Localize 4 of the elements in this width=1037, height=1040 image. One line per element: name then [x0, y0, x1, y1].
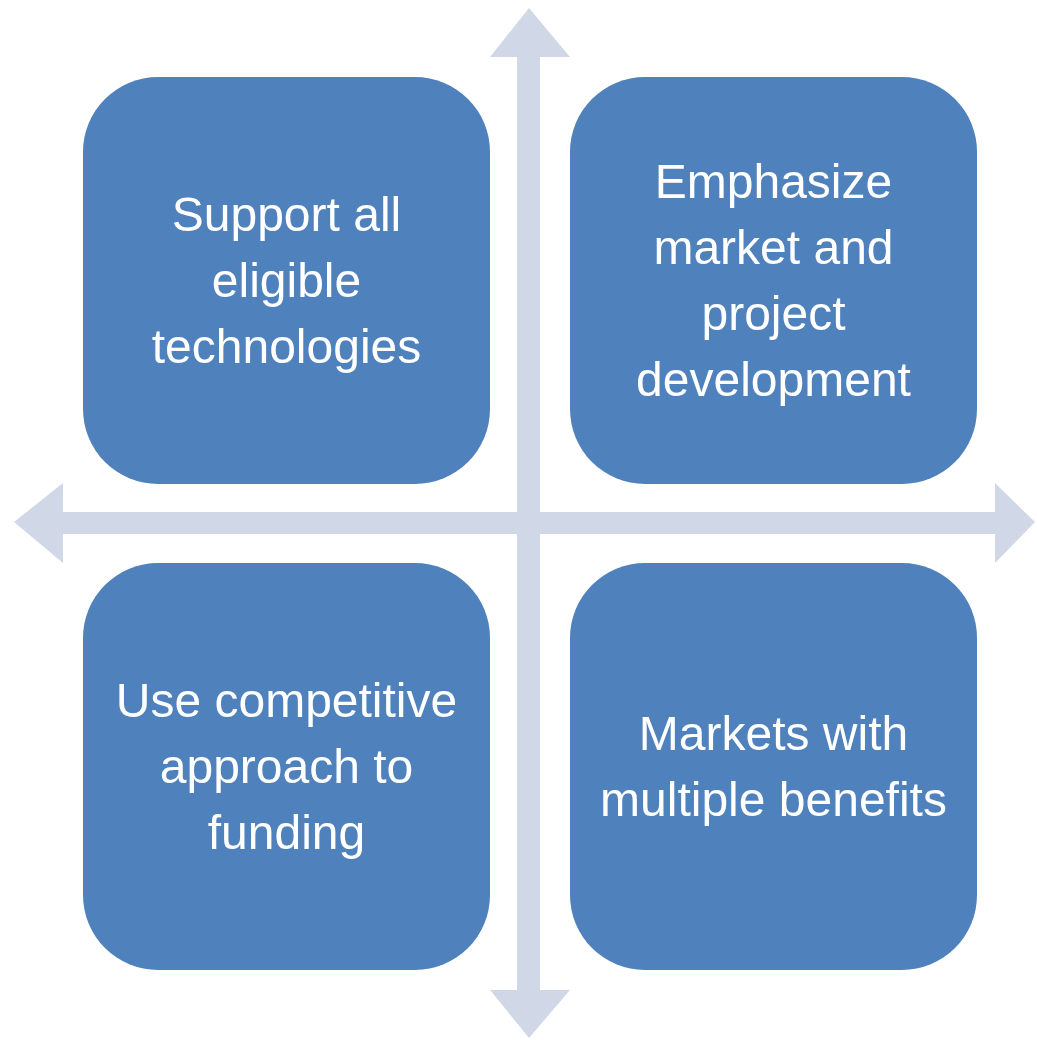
quadrant-box: Markets with multiple benefits — [570, 563, 977, 970]
quadrant-box: Support all eligible technologies — [83, 77, 490, 484]
quadrant-box: Emphasize market and project development — [570, 77, 977, 484]
quadrant-box: Use competitive approach to funding — [83, 563, 490, 970]
